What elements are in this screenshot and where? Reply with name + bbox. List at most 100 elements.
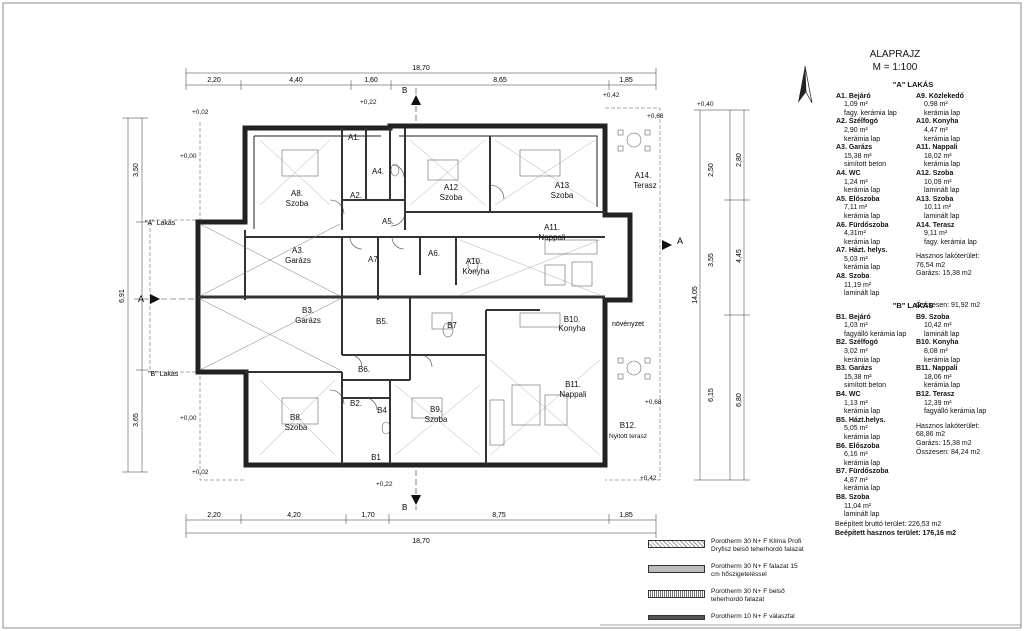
bed-icon: [281, 149, 319, 177]
dim-left-2: 3,65: [133, 413, 140, 427]
level-mark: +0,22: [360, 99, 377, 106]
room-code-a4: A4.: [372, 167, 384, 176]
dim-left-1: 3,50: [133, 163, 140, 177]
room-name-b9: Szoba: [425, 415, 448, 424]
dim-right-inner-2: 3,55: [708, 253, 715, 267]
bottom-dimension-chain: [185, 514, 657, 538]
level-mark: +0,68: [647, 113, 664, 120]
room-code-b1: B1: [371, 453, 381, 462]
dim-bottom-2: 4,20: [287, 512, 301, 519]
label-a-lakas: "A" Lakás: [145, 220, 176, 227]
room-name-b12: Nyitott terasz: [609, 433, 647, 440]
room-code-a10: A10.: [466, 257, 482, 266]
dim-top-total: 18,70: [412, 65, 430, 72]
title-scale: M = 1:100: [872, 62, 918, 73]
room-code-b4: B4: [377, 406, 387, 415]
lakas-b-summary: Hasznos lakóterület: 68,86 m2 Garázs: 15…: [916, 422, 981, 456]
wall-legend: Porotherm 30 N+ F Klíma Profi Dryfisz be…: [648, 538, 806, 630]
toilet-icon: [467, 257, 479, 273]
room-code-b5: B5.: [376, 317, 388, 326]
lakas-a-total: Összesen: 91,92 m2: [916, 301, 981, 309]
legend-item: Porotherm 30 N+ F falazat 15 cm hősziget…: [648, 563, 806, 579]
room-code-a3: A3.: [292, 246, 304, 255]
interior-walls: [198, 128, 605, 465]
legend-text: Porotherm 30 N+ F belső teherhordó falaz…: [711, 588, 785, 603]
legend-text: Porotherm 10 N+ F válaszfal: [711, 613, 795, 620]
terrace-table-icon: [626, 360, 642, 376]
section-label-b-bottom: B: [402, 503, 407, 512]
section-label-a-right: A: [677, 236, 683, 246]
legend-item: Porotherm 30 N+ F belső teherhordó falaz…: [648, 588, 806, 604]
dim-right-total: 14,05: [692, 286, 699, 304]
dim-top-4: 8,65: [493, 77, 507, 84]
right-dimension-chain: [694, 109, 750, 481]
toilet-icon: [390, 163, 400, 177]
room-code-b10: B10.: [564, 315, 580, 324]
toilet-icon: [442, 322, 454, 338]
dim-bottom-5: 1,85: [619, 512, 633, 519]
room-code-b2: B2.: [350, 399, 362, 408]
dim-right-inner-1: 2,50: [708, 163, 715, 177]
furniture: [281, 129, 651, 446]
room-name-b3: Garázs: [295, 316, 321, 325]
hasznos-area: Beépített hasznos terület: 176,16 m2: [835, 530, 956, 537]
legend-item: Porotherm 30 N+ F Klíma Profi Dryfisz be…: [648, 538, 806, 554]
legend-swatch-icon: [648, 590, 705, 598]
room-code-a2: A2.: [350, 191, 362, 200]
room-code-b12: B12.: [620, 421, 636, 430]
room-name-a13: Szoba: [551, 191, 574, 200]
label-noveny: növényzet: [612, 321, 644, 328]
room-name-a12: Szoba: [440, 193, 463, 202]
label-b-lakas: "B" Lakás: [148, 371, 179, 378]
lakas-a-heading: "A" LAKÁS: [892, 80, 934, 89]
room-code-a11: A11.: [544, 223, 560, 232]
room-code-b11: B11.: [565, 380, 581, 389]
brutto-area: Beépített bruttó terület: 226,53 m2: [835, 521, 942, 528]
north-arrow-icon: [798, 65, 813, 104]
level-mark: +0,02: [192, 469, 209, 476]
terrace-table-icon: [626, 132, 642, 148]
room-code-b8: B8.: [290, 413, 302, 422]
outer-walls: [195, 123, 633, 468]
level-mark: +0,00: [180, 415, 197, 422]
top-dimension-chain: [185, 68, 657, 90]
dim-top-3: 1,60: [364, 77, 378, 84]
room-code-a12: A12: [444, 183, 459, 192]
section-marker-a-left: [134, 294, 198, 304]
section-label-a-left: A: [138, 294, 144, 304]
room-name-a10: Konyha: [462, 267, 490, 276]
title-line-1: ALAPRAJZ: [869, 49, 921, 60]
dim-right-3: 6,80: [736, 393, 743, 407]
room-name-a14: Terasz: [633, 181, 657, 190]
level-mark: +0,40: [697, 101, 714, 108]
level-marks: +0,02 +0,00 +0,22 +0,42 +0,40 +0,68 +0,0…: [180, 92, 714, 488]
section-marker-b-bottom: [411, 470, 421, 510]
dim-bottom-total: 18,70: [412, 538, 430, 545]
section-marker-b-top: [411, 88, 421, 126]
room-code-a6: A6.: [428, 249, 440, 258]
room-name-b8: Szoba: [285, 423, 308, 432]
lakas-b-heading: "B" LAKÁS: [892, 301, 934, 310]
room-code-a7: A7.: [368, 255, 380, 264]
room-name-a3: Garázs: [285, 256, 311, 265]
level-mark: +0,68: [645, 399, 662, 406]
room-code-a1: A1.: [348, 133, 360, 142]
